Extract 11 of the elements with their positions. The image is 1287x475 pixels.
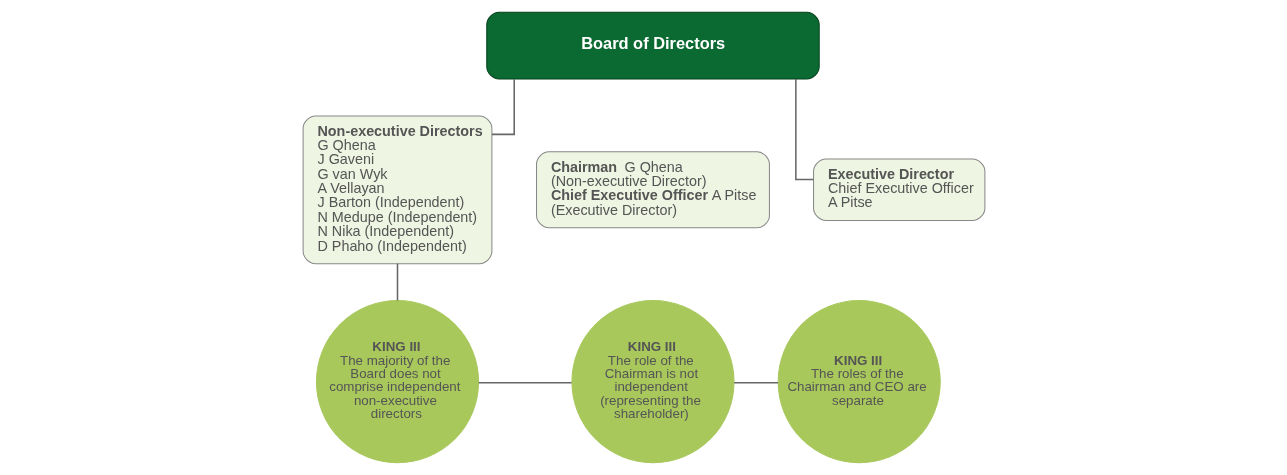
connector (732, 381, 779, 384)
connector (490, 78, 515, 136)
node-box: Executive Director Chief Executive Officer A Pitse (812, 158, 985, 222)
node-box: Board of Directors (485, 11, 820, 80)
connector (477, 381, 572, 384)
node-box: Non-executive Directors G Qhena J Gaveni G van Wyk A Vellayan J Barton (Independent) N Medupe (Independent) N Nika (Independent) D Phaho (Independent) (302, 115, 492, 265)
connector (396, 262, 398, 302)
node-circle: KING III The roles of the Chairman and CEO are separate (777, 300, 941, 464)
node-circle: KING III The majority of the Board does not comprise independent non-executive directors (315, 300, 479, 464)
node-circle: KING III The role of the Chairman is not independent (representing the shareholder) (570, 300, 735, 464)
node-box: Chairman G Qhena (Non-executive Director) Chief Executive Officer A Pitse (Executive Director) (535, 151, 770, 229)
